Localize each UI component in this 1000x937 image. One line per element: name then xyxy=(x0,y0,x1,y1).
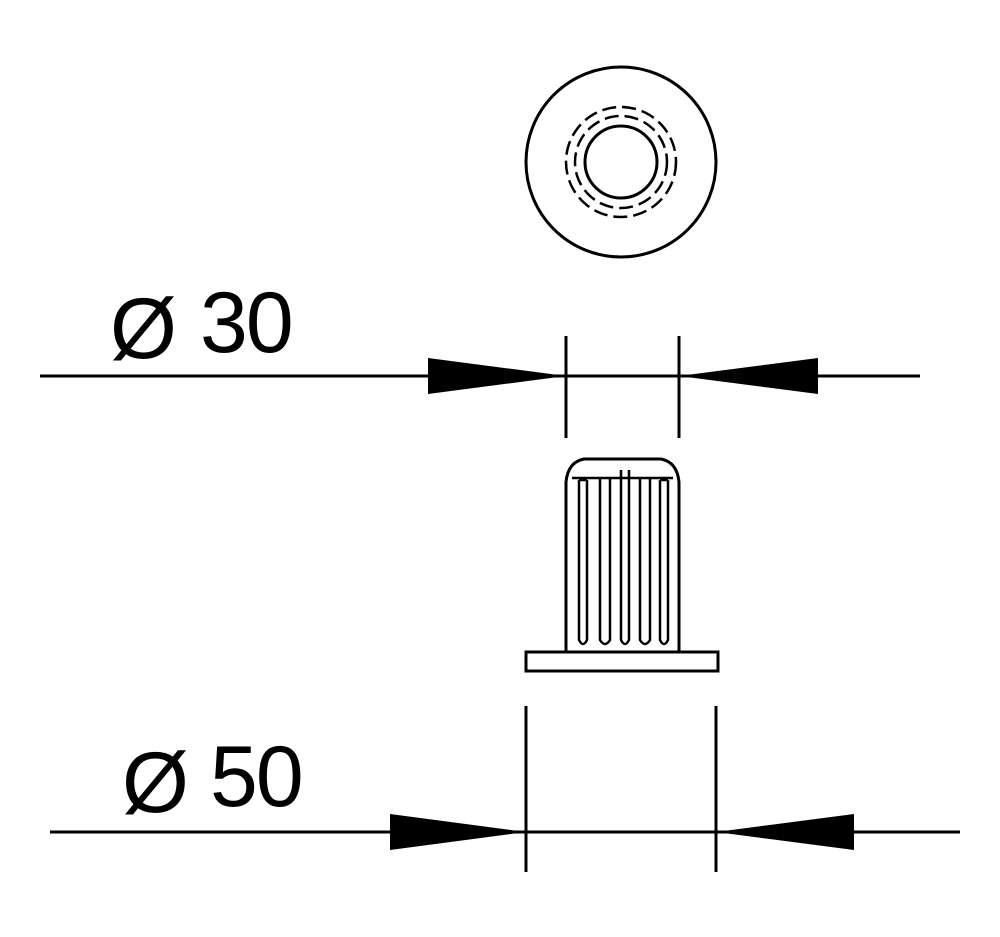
side-view xyxy=(524,457,720,673)
dimension-50-arrow-left xyxy=(390,814,526,850)
top-view-inner-circle xyxy=(583,124,659,200)
top-view xyxy=(524,65,718,259)
dimension-50-symbol: Ø xyxy=(122,735,187,831)
dimension-50-arrow-right xyxy=(716,814,854,850)
dimension-diameter-30: Ø 30 xyxy=(40,275,920,438)
dimension-30-arrow-right xyxy=(679,358,818,394)
side-view-flange xyxy=(524,650,720,673)
side-view-body-outline xyxy=(564,457,681,652)
top-view-outer-circle xyxy=(524,65,718,259)
dimension-diameter-50: Ø 50 xyxy=(50,706,960,872)
top-view-spline-ring xyxy=(564,105,678,219)
dimension-30-value: 30 xyxy=(200,275,292,371)
side-view-flutes xyxy=(577,470,670,646)
top-view-spline-ring-inner xyxy=(573,114,669,210)
dimension-50-value: 50 xyxy=(210,729,302,825)
dimension-30-arrow-left xyxy=(428,358,566,394)
dimension-30-symbol: Ø xyxy=(110,281,175,377)
